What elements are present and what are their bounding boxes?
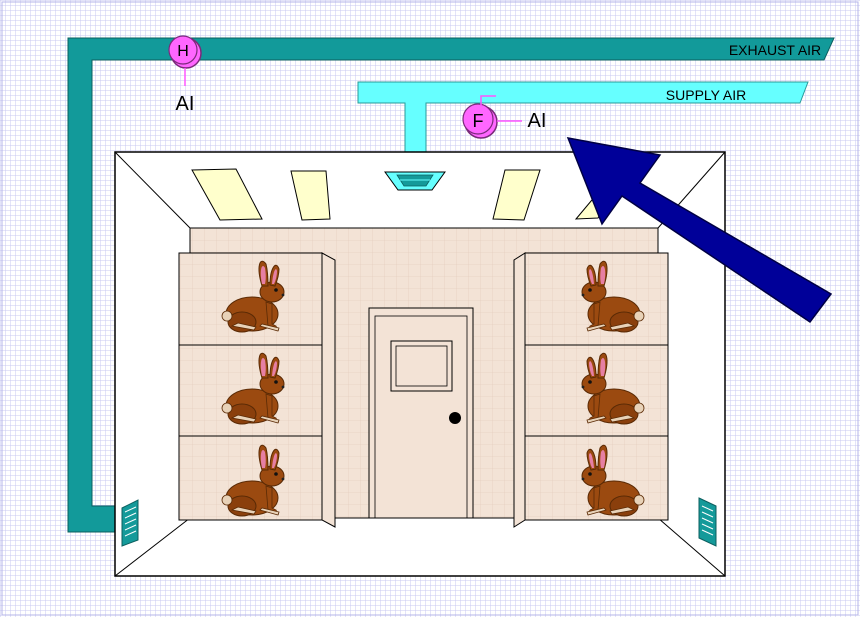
- exhaust-air-label: EXHAUST AIR: [729, 42, 821, 58]
- airflow-arrow: [566, 137, 833, 324]
- flow-sensor: [462, 95, 522, 139]
- sensor-f-ai-label: AI: [528, 110, 547, 132]
- door: [368, 307, 474, 519]
- sensor-h-ai-label: AI: [176, 93, 195, 115]
- exhaust-duct: [67, 37, 835, 533]
- wall-grille-icon: [121, 499, 139, 547]
- door-knob-icon: [449, 412, 461, 424]
- sensor-h-label: H: [177, 43, 189, 60]
- supply-air-label: SUPPLY AIR: [666, 87, 746, 103]
- ceiling-diffuser-icon: [384, 171, 446, 191]
- wall-grille-icon: [698, 497, 717, 547]
- sensor-f-label: F: [473, 111, 484, 131]
- humidity-sensor: [168, 35, 202, 86]
